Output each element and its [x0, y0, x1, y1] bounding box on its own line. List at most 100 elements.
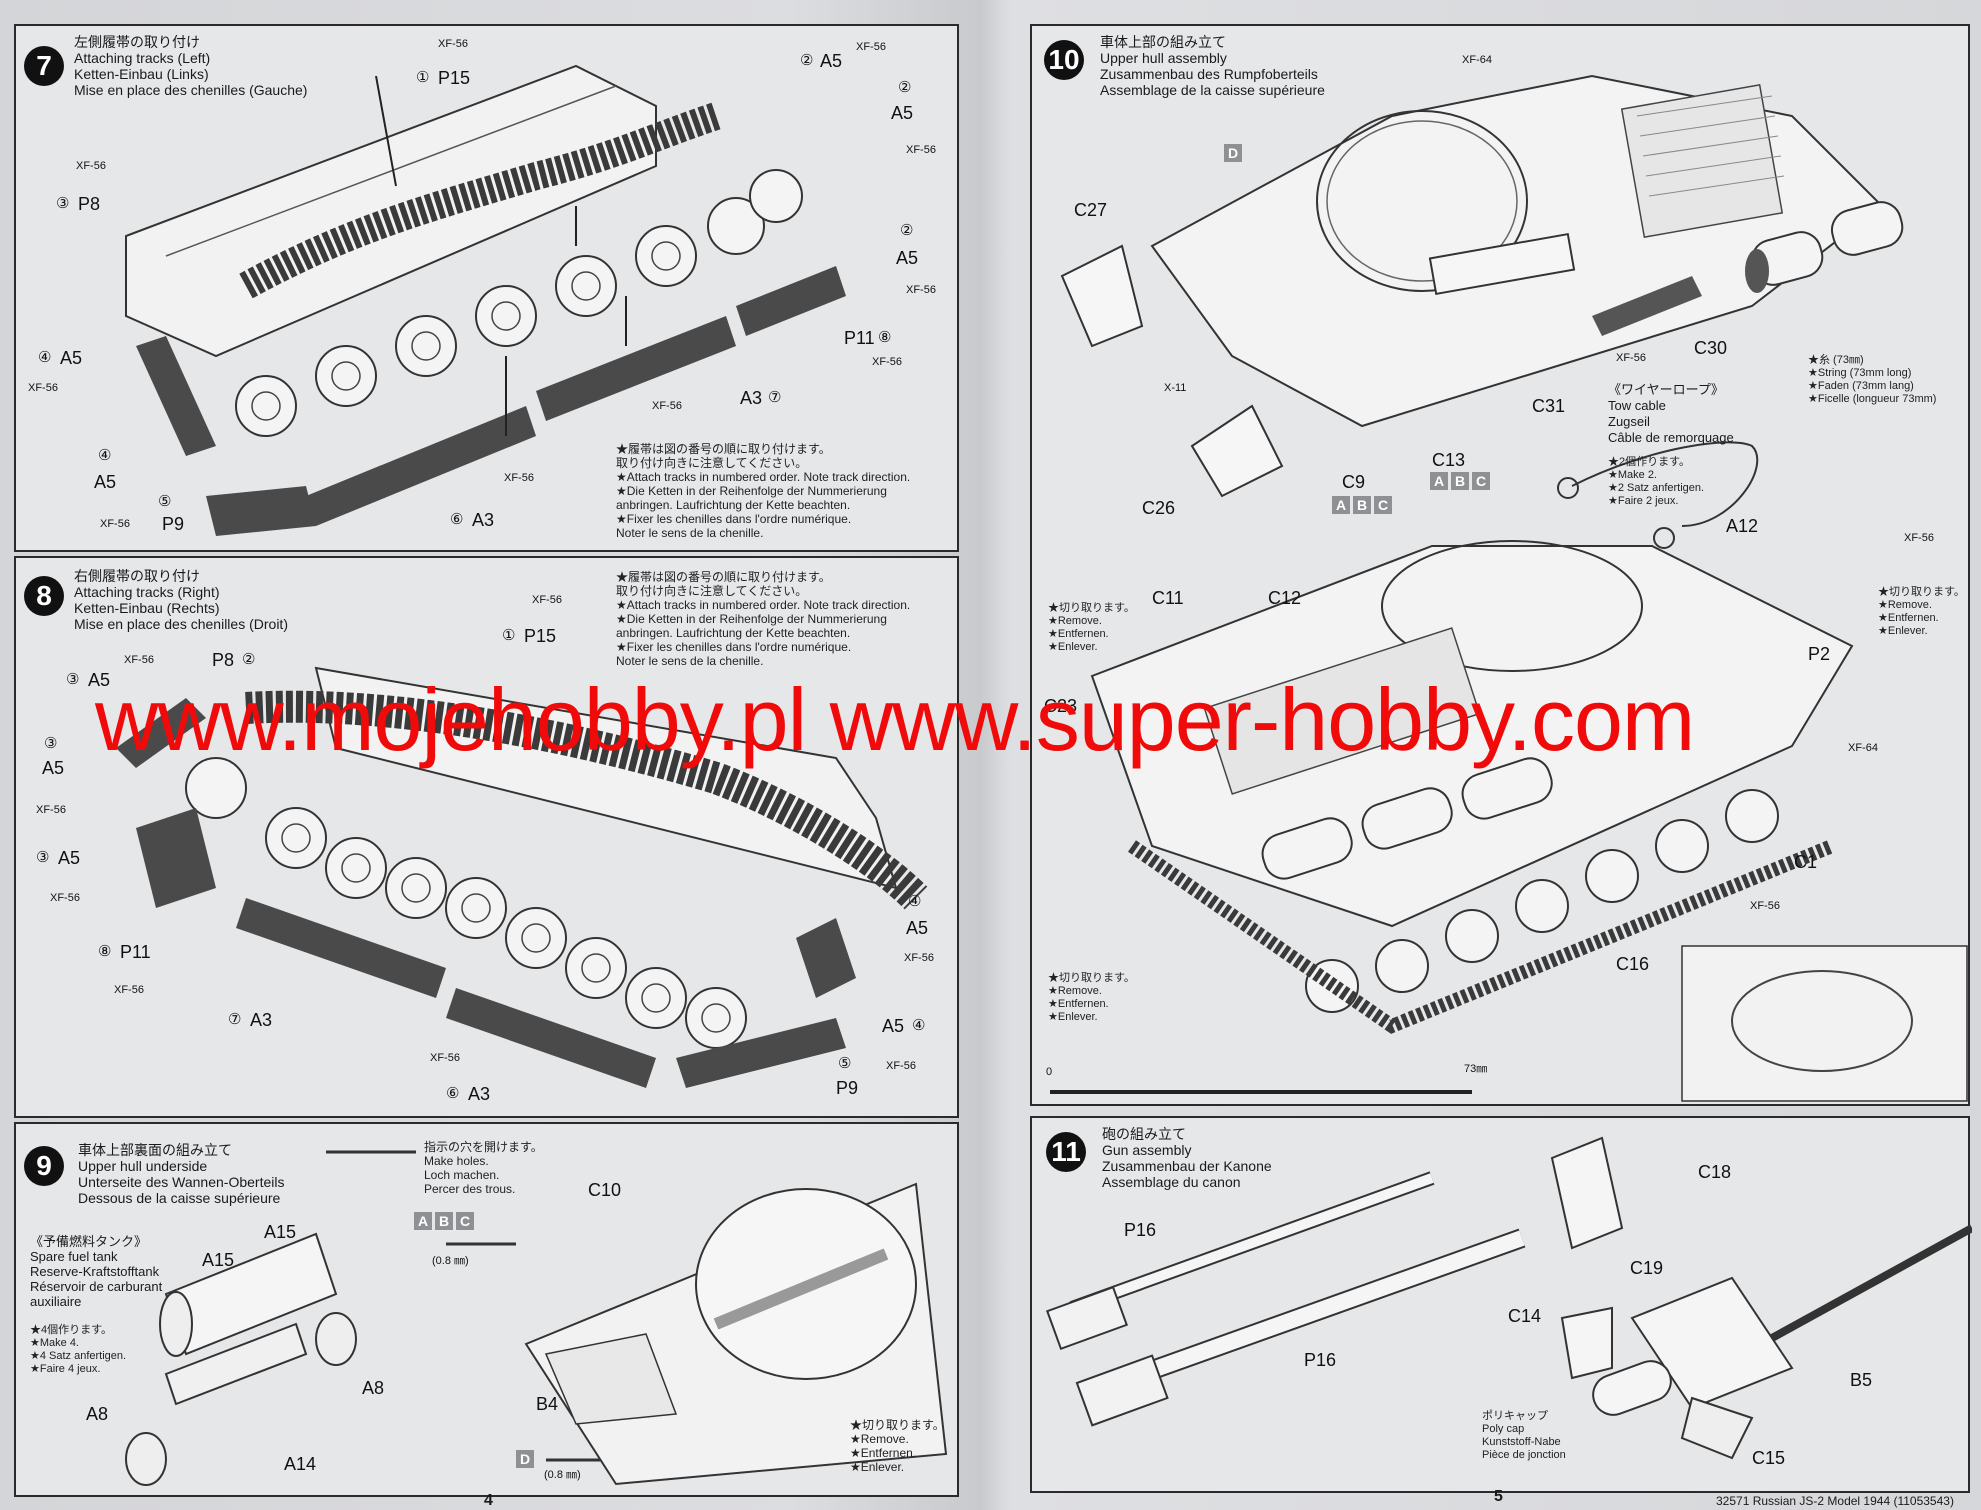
- label: XF-56: [504, 472, 534, 484]
- label: XF-56: [36, 804, 66, 816]
- label: XF-56: [856, 41, 886, 53]
- label: A5: [58, 848, 81, 868]
- label: C1: [1794, 852, 1818, 872]
- title-fr: Mise en place des chenilles (Gauche): [74, 82, 308, 98]
- label: A5: [820, 51, 843, 71]
- label: C13: [1432, 450, 1466, 470]
- label: XF-56: [872, 356, 902, 368]
- label: A5: [88, 670, 111, 690]
- label: A5: [882, 1016, 905, 1036]
- label: XF-56: [124, 654, 154, 666]
- title-de: Ketten-Einbau (Links): [74, 66, 209, 82]
- label: P16: [1304, 1350, 1337, 1370]
- string-note: ★糸 (73㎜)★String (73mm long) ★Faden (73mm…: [1808, 354, 1937, 405]
- part-variant-badge-d: D: [1224, 144, 1242, 162]
- make2-note: ★2個作ります。★Make 2. ★2 Satz anfertigen.★Fai…: [1608, 456, 1705, 507]
- label: C11: [1152, 588, 1184, 608]
- step-number: 11: [1046, 1132, 1086, 1172]
- label: X-11: [1164, 382, 1187, 394]
- label: A5: [60, 348, 83, 368]
- label: ③: [56, 195, 70, 212]
- label: C26: [1142, 498, 1176, 518]
- label: XF-56: [430, 1052, 460, 1064]
- label: C18: [1698, 1162, 1732, 1182]
- label: C31: [1532, 396, 1566, 416]
- label: A5: [42, 758, 65, 778]
- label: A3: [740, 388, 763, 408]
- label: A8: [86, 1404, 109, 1424]
- label: P9: [836, 1078, 859, 1098]
- label: XF-56: [906, 284, 936, 296]
- label: A12: [1726, 516, 1759, 536]
- label: XF-56: [652, 400, 682, 412]
- label: XF-56: [76, 160, 106, 172]
- label: ⑤: [838, 1055, 852, 1072]
- label: A5: [906, 918, 929, 938]
- track-note: ★履帯は図の番号の順に取り付けます。取り付け向きに注意してください。 ★Atta…: [616, 570, 911, 668]
- label: XF-56: [886, 1060, 916, 1072]
- label: XF-56: [906, 144, 936, 156]
- label: C16: [1616, 954, 1650, 974]
- label: ③: [66, 671, 80, 688]
- label: XF-56: [28, 382, 58, 394]
- label: C12: [1268, 588, 1302, 608]
- remove-note: ★切り取ります。★Remove. ★Entfernen.★Enlever.: [850, 1418, 945, 1474]
- label: XF-56: [50, 892, 80, 904]
- label: A8: [362, 1378, 385, 1398]
- label: ⑥: [446, 1085, 460, 1102]
- label: XF-56: [114, 984, 144, 996]
- label: ⑤: [158, 493, 172, 510]
- label: ③: [44, 735, 58, 752]
- drill-size: (0.8 ㎜): [544, 1469, 581, 1481]
- label: P15: [438, 68, 471, 88]
- step-number: 10: [1044, 40, 1084, 80]
- label: A14: [284, 1454, 317, 1474]
- label: P15: [524, 626, 557, 646]
- label: ⑥: [450, 511, 464, 528]
- label: P16: [1124, 1220, 1157, 1240]
- label: A5: [94, 472, 117, 492]
- label: C15: [1752, 1448, 1786, 1468]
- label: ⑧: [878, 329, 892, 346]
- remove-note: ★切り取ります。★Remove. ★Entfernen.★Enlever.: [1048, 602, 1135, 653]
- label: P11: [844, 328, 875, 348]
- label: XF-64: [1462, 54, 1492, 66]
- label: XF-56: [532, 594, 562, 606]
- label: ②: [900, 222, 914, 239]
- title-en: Attaching tracks (Left): [74, 50, 211, 66]
- step-number: 9: [24, 1146, 64, 1186]
- scale-end: 73㎜: [1464, 1063, 1488, 1075]
- step-number: 7: [24, 46, 64, 86]
- gun-assembly-illustration: [1045, 1136, 1972, 1460]
- label: A15: [202, 1250, 235, 1270]
- label: ④: [98, 447, 112, 464]
- label: B4: [536, 1394, 559, 1414]
- remove-note: ★切り取ります。★Remove. ★Entfernen.★Enlever.: [1878, 586, 1965, 637]
- scale-zero: 0: [1046, 1066, 1053, 1078]
- label: XF-56: [1616, 352, 1646, 364]
- track-note: ★履帯は図の番号の順に取り付けます。取り付け向きに注意してください。 ★Atta…: [616, 442, 911, 540]
- label: XF-56: [438, 38, 468, 50]
- label: C23: [1044, 696, 1078, 716]
- step-7-panel: 7 左側履帯の取り付け Attaching tracks (Left) Kett…: [14, 24, 959, 552]
- label: P2: [1808, 644, 1831, 664]
- label: XF-56: [904, 952, 934, 964]
- label: XF-56: [100, 518, 130, 530]
- label: A5: [896, 248, 919, 268]
- title-jp: 左側履帯の取り付け: [74, 34, 200, 50]
- kit-footer: 32571 Russian JS-2 Model 1944 (11053543): [1716, 1494, 1954, 1508]
- label: A3: [250, 1010, 273, 1030]
- label: A15: [264, 1222, 297, 1242]
- label: XF-64: [1848, 742, 1878, 754]
